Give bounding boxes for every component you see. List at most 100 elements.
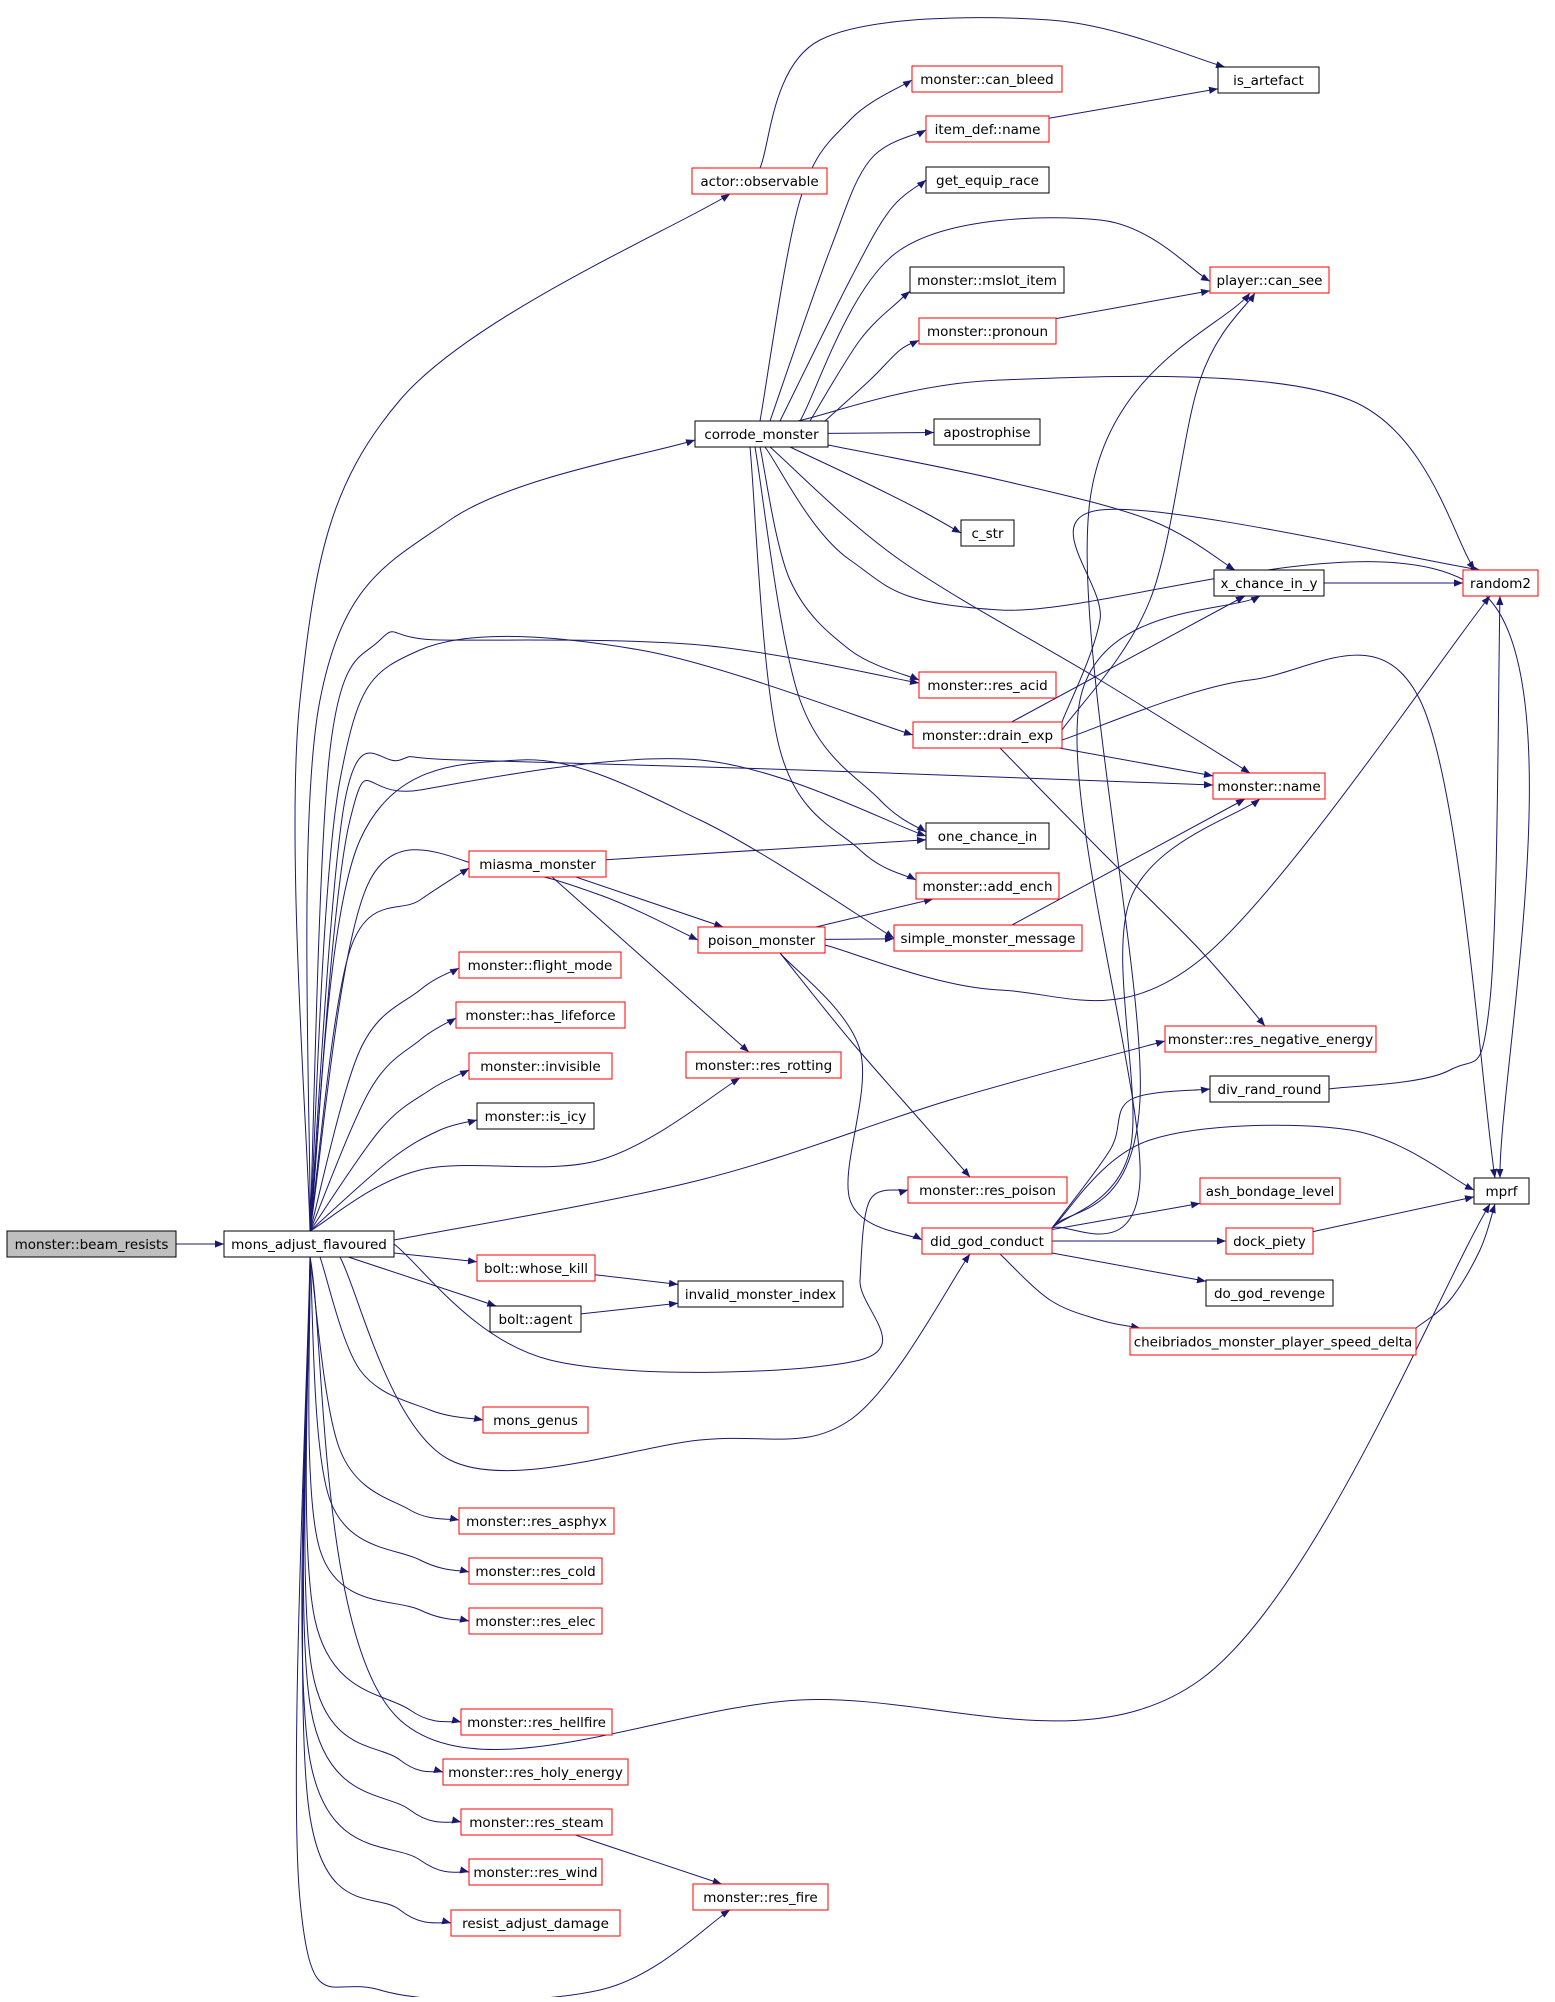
node-label-pronoun: monster::pronoun — [927, 324, 1048, 340]
node-label-res_cold: monster::res_cold — [475, 1564, 595, 1580]
node-box-res_negative_energy — [1164, 1025, 1377, 1053]
node-actor_observable[interactable]: actor::observable — [691, 167, 828, 195]
edge-actor_observable-to-is_artefact — [759, 17, 1226, 169]
node-label-apostrophise: apostrophise — [943, 425, 1030, 441]
node-whose_kill[interactable]: bolt::whose_kill — [476, 1254, 596, 1282]
node-res_holy_energy[interactable]: monster::res_holy_energy — [442, 1758, 629, 1786]
edge-drain_exp-to-mprf — [1061, 654, 1498, 1179]
node-box-drain_exp — [912, 721, 1063, 749]
edge-mons_adjust_flavoured-to-res_poison — [393, 1188, 909, 1373]
node-label-has_lifeforce: monster::has_lifeforce — [465, 1008, 615, 1024]
node-res_hellfire[interactable]: monster::res_hellfire — [460, 1708, 613, 1736]
node-did_god_conduct[interactable]: did_god_conduct — [921, 1227, 1053, 1255]
node-corrode_monster: corrode_monster — [694, 420, 829, 448]
edge-mons_adjust_flavoured-to-res_steam — [302, 1256, 462, 1824]
edge-mons_adjust_flavoured-to-actor_observable — [294, 193, 731, 1232]
node-box-mons_adjust_flavoured — [223, 1230, 395, 1258]
node-one_chance_in: one_chance_in — [925, 822, 1050, 850]
node-box-mons_genus — [482, 1406, 589, 1434]
edge-cheibriados_delta-to-mprf — [1415, 1203, 1496, 1329]
node-box-corrode_monster — [694, 420, 829, 448]
node-box-is_artefact — [1217, 66, 1320, 94]
edge-miasma_monster-to-res_rotting — [551, 876, 750, 1053]
node-label-drain_exp: monster::drain_exp — [922, 728, 1053, 744]
node-poison_monster[interactable]: poison_monster — [697, 926, 826, 954]
node-c_str: c_str — [960, 519, 1015, 547]
edge-did_god_conduct-to-monster_name — [1051, 798, 1261, 1229]
edge-mons_adjust_flavoured-to-miasma_monster — [309, 867, 470, 1232]
node-label-can_bleed: monster::can_bleed — [920, 72, 1054, 88]
edge-corrode_monster-to-random2 — [797, 375, 1476, 571]
node-res_wind[interactable]: monster::res_wind — [468, 1858, 603, 1886]
node-box-random2 — [1462, 569, 1539, 597]
node-box-flight_mode — [458, 951, 622, 979]
node-simple_monster_message[interactable]: simple_monster_message — [893, 924, 1083, 952]
node-box-res_acid — [918, 671, 1057, 699]
edge-mons_adjust_flavoured-to-flight_mode — [309, 967, 460, 1232]
node-box-res_cold — [468, 1557, 603, 1585]
edge-corrode_monster-to-one_chance_in — [754, 446, 927, 833]
node-res_cold[interactable]: monster::res_cold — [468, 1557, 603, 1585]
node-res_asphyx[interactable]: monster::res_asphyx — [458, 1507, 615, 1535]
node-box-cheibriados_delta — [1129, 1327, 1417, 1356]
node-res_fire[interactable]: monster::res_fire — [692, 1883, 829, 1911]
node-box-can_bleed — [911, 65, 1063, 93]
node-miasma_monster[interactable]: miasma_monster — [468, 850, 607, 878]
node-label-ash_bondage_level: ash_bondage_level — [1206, 1184, 1335, 1200]
node-cheibriados_delta[interactable]: cheibriados_monster_player_speed_delta — [1129, 1327, 1417, 1356]
node-res_elec[interactable]: monster::res_elec — [468, 1607, 603, 1635]
node-box-div_rand_round — [1209, 1075, 1330, 1103]
node-label-mprf: mprf — [1485, 1184, 1518, 1200]
node-has_lifeforce[interactable]: monster::has_lifeforce — [455, 1001, 626, 1029]
node-box-do_god_revenge — [1205, 1279, 1334, 1307]
node-label-actor_observable: actor::observable — [700, 174, 818, 190]
edge-poison_monster-to-add_ench — [815, 897, 934, 928]
node-box-get_equip_race — [925, 166, 1050, 194]
node-label-resist_adjust_damage: resist_adjust_damage — [462, 1916, 609, 1932]
edge-did_god_conduct-to-x_chance_in_y — [1051, 595, 1261, 1235]
node-label-monster_name: monster::name — [1217, 779, 1320, 795]
edge-did_god_conduct-to-player_can_see — [1051, 292, 1251, 1229]
node-dock_piety[interactable]: dock_piety — [1225, 1227, 1314, 1255]
node-label-agent: bolt::agent — [499, 1312, 573, 1328]
node-res_poison[interactable]: monster::res_poison — [907, 1176, 1068, 1204]
node-invisible[interactable]: monster::invisible — [468, 1052, 613, 1080]
node-label-res_steam: monster::res_steam — [469, 1815, 603, 1831]
node-mons_genus[interactable]: mons_genus — [482, 1406, 589, 1434]
node-flight_mode[interactable]: monster::flight_mode — [458, 951, 622, 979]
edge-corrode_monster-to-add_ench — [749, 446, 917, 881]
node-box-item_def_name — [925, 115, 1050, 143]
node-player_can_see[interactable]: player::can_see — [1209, 266, 1330, 294]
edge-poison_monster-to-simple_monster_message — [824, 935, 895, 943]
node-box-did_god_conduct — [921, 1227, 1053, 1255]
edge-corrode_monster-to-monster_name — [769, 446, 1251, 774]
node-monster_name[interactable]: monster::name — [1212, 772, 1326, 800]
node-add_ench[interactable]: monster::add_ench — [915, 872, 1060, 900]
edge-dock_piety-to-mprf — [1312, 1195, 1475, 1233]
node-box-res_rotting — [685, 1051, 842, 1079]
node-can_bleed[interactable]: monster::can_bleed — [911, 65, 1063, 93]
node-res_rotting[interactable]: monster::res_rotting — [685, 1051, 842, 1079]
edge-mons_adjust_flavoured-to-poison_monster — [309, 849, 699, 1232]
node-random2[interactable]: random2 — [1462, 569, 1539, 597]
node-ash_bondage_level[interactable]: ash_bondage_level — [1199, 1177, 1341, 1205]
node-item_def_name[interactable]: item_def::name — [925, 115, 1050, 143]
node-pronoun[interactable]: monster::pronoun — [918, 317, 1057, 345]
node-box-mprf — [1473, 1177, 1530, 1205]
edge-corrode_monster-to-mslot_item — [809, 290, 911, 422]
node-agent: bolt::agent — [489, 1305, 582, 1333]
edge-mons_adjust_flavoured-to-corrode_monster — [306, 439, 696, 1232]
node-res_acid[interactable]: monster::res_acid — [918, 671, 1057, 699]
node-res_negative_energy[interactable]: monster::res_negative_energy — [1164, 1025, 1377, 1053]
node-res_steam[interactable]: monster::res_steam — [460, 1808, 613, 1836]
node-drain_exp[interactable]: monster::drain_exp — [912, 721, 1063, 749]
node-label-dock_piety: dock_piety — [1233, 1234, 1306, 1250]
node-box-simple_monster_message — [893, 924, 1083, 952]
node-resist_adjust_damage[interactable]: resist_adjust_damage — [450, 1909, 621, 1937]
edge-mons_adjust_flavoured-to-mons_genus — [319, 1256, 484, 1422]
node-box-apostrophise — [933, 418, 1041, 446]
node-box-mslot_item — [909, 266, 1065, 294]
edge-did_god_conduct-to-ash_bondage_level — [1051, 1201, 1201, 1230]
